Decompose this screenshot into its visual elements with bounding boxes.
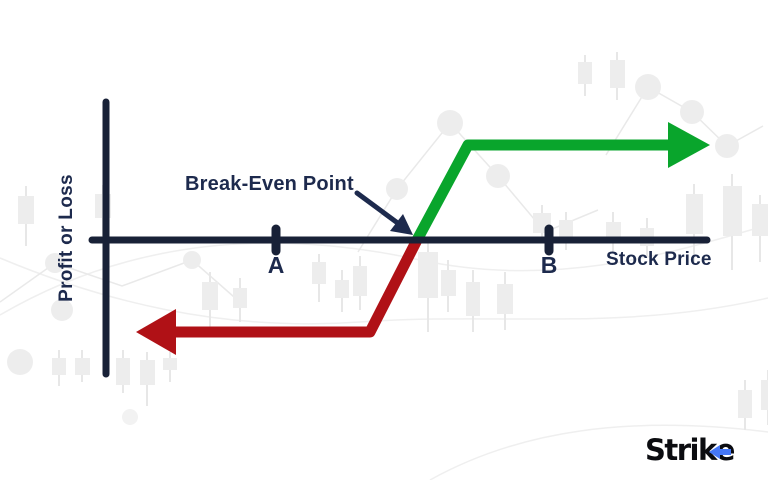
profit-line xyxy=(412,139,674,243)
point-b-label: B xyxy=(540,252,558,278)
x-axis-label: Stock Price xyxy=(606,249,712,270)
logo-text-main: Strik xyxy=(645,433,717,467)
point-a-label: A xyxy=(267,252,285,278)
logo-left-arrow-icon xyxy=(708,445,731,459)
profit-payoff-line xyxy=(412,122,710,243)
left-arrowhead-icon xyxy=(136,309,176,355)
y-axis-label: Profit or Loss xyxy=(56,174,77,302)
break-even-arrow-shaft xyxy=(354,190,402,227)
axes xyxy=(88,98,711,378)
strike-logo: Strike xyxy=(645,433,735,467)
annotation-arrowhead-icon xyxy=(390,214,413,235)
logo-letter-e: e xyxy=(708,433,735,467)
break-even-arrow xyxy=(354,190,413,235)
loss-line xyxy=(168,237,422,338)
break-even-label: Break-Even Point xyxy=(185,173,354,195)
right-arrowhead-icon xyxy=(668,122,710,168)
loss-payoff-line xyxy=(136,237,422,355)
